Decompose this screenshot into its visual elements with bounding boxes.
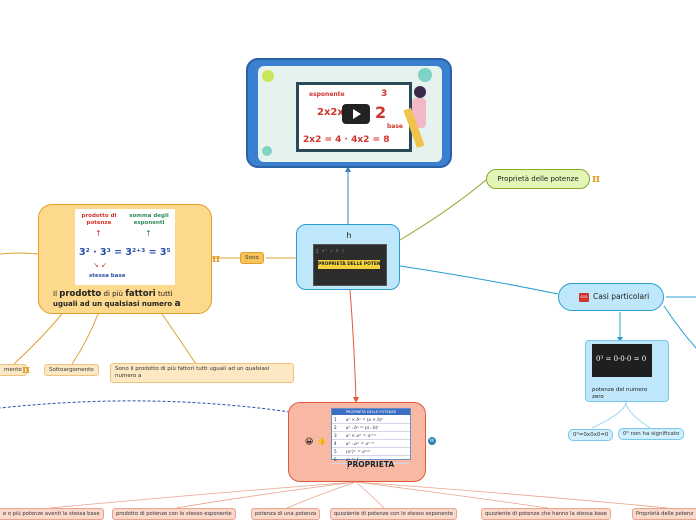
decor-circle [418, 68, 432, 82]
table-row-number: 2 [334, 425, 337, 430]
table-row: 2 aⁿ : bⁿ = (a : b)ⁿ [332, 424, 410, 432]
table-row: 6 aⁿ = 1 [332, 456, 410, 464]
base-label: base [387, 123, 403, 130]
table-row-number: 3 [334, 433, 337, 438]
table-row-formula: aⁿ × aᵐ = aⁿ⁺ᵐ [346, 433, 377, 438]
pi-icon: π [592, 172, 601, 185]
bottom-item[interactable]: potenza di una potenza [251, 508, 321, 520]
zero-product-node[interactable]: 0³=0x0x0=0 [568, 429, 614, 441]
table-row-formula: aⁿ × bⁿ = (a × b)ⁿ [346, 417, 384, 422]
argomento-chip[interactable]: mento [0, 364, 27, 376]
pi-icon: π [22, 363, 31, 376]
sos-icon: SOS [579, 293, 589, 302]
proprieta-delle-potenze-node[interactable]: Proprietà delle potenze [486, 169, 590, 189]
table-row: 1 aⁿ × bⁿ = (a × b)ⁿ [332, 416, 410, 424]
zero-board-caption: potenze del numero zero [592, 387, 648, 400]
definizione-chip[interactable]: Sono il prodotto di più fattori tutti ug… [110, 363, 294, 383]
top-formula: 2x2x [317, 107, 344, 118]
table-row-number: 6 [334, 457, 337, 462]
table-row: 4 aⁿ : aᵐ = aⁿ⁻ᵐ [332, 440, 410, 448]
main-formula: 3² · 3³ = 3²⁺³ = 3⁵ [79, 247, 171, 258]
table-row-formula: aⁿ = 1 [346, 457, 360, 462]
table-row: 3 aⁿ × aᵐ = aⁿ⁺ᵐ [332, 432, 410, 440]
bottom-formula: 2x2 = 4 · 4x2 = 8 [303, 135, 390, 145]
chalk-scribbles: ∑ x² √ π ∫ [316, 248, 345, 253]
bottom-item[interactable]: Proprietà delle potenz [632, 508, 696, 520]
zero-zero-node[interactable]: 0⁰ non ha significato [618, 428, 685, 440]
smiley-icon: 😀 [305, 437, 314, 446]
play-button[interactable] [342, 104, 370, 124]
arrows-down-icon: ↘ ↙ [93, 261, 107, 269]
prodotto-di-potenze-label: prodotto di potenze [81, 213, 117, 226]
stessa-base-label: stessa base [89, 273, 126, 279]
table-rows: 1 aⁿ × bⁿ = (a × b)ⁿ 2 aⁿ : bⁿ = (a : b)ⁿ 3 a… [332, 416, 410, 464]
bottom-item[interactable]: prodotto di potenze con lo stesso espone… [112, 508, 236, 520]
casi-particolari-label: Casi particolari [593, 292, 650, 301]
pi-icon: π [212, 252, 221, 265]
table-row-number: 1 [334, 417, 337, 422]
table-title: PROPRIETÀ DELLE POTENZE [332, 409, 410, 415]
decor-circle [262, 70, 274, 82]
blackboard-banner: PROPRIETÀ DELLE POTENZE [318, 260, 380, 269]
table-row: 5 (aⁿ)ᵐ = aⁿˣᵐ [332, 448, 410, 456]
table-row-formula: (aⁿ)ᵐ = aⁿˣᵐ [346, 449, 371, 454]
table-row-formula: aⁿ : bⁿ = (a : b)ⁿ [346, 425, 380, 430]
central-topic[interactable]: h PROPRIETÀ DELLE POTENZE ∑ x² √ π ∫ [296, 224, 400, 290]
girl-illustration [403, 86, 430, 152]
proprieta-card[interactable]: PROPRIETÀ DELLE POTENZE 1 aⁿ × bⁿ = (a × … [288, 402, 426, 482]
zero-board: 0³ = 0·0·0 = 0 [592, 344, 652, 377]
sottoargomento-chip[interactable]: Sottoargomento [44, 364, 99, 376]
exponent-digit: 3 [381, 89, 388, 99]
proprieta-table: PROPRIETÀ DELLE POTENZE 1 aⁿ × bⁿ = (a × … [331, 408, 411, 464]
decor-circle [262, 146, 272, 156]
central-topic-label: h [346, 231, 352, 240]
proprieta-label-mark: ' [347, 467, 349, 474]
bottom-item[interactable]: e o più potenze aventi la stessa base [0, 508, 104, 520]
wordpress-icon: W [428, 437, 436, 445]
table-row-number: 4 [334, 441, 337, 446]
arrow-up-icon: ↑ [145, 229, 152, 238]
blackboard-image: PROPRIETÀ DELLE POTENZE ∑ x² √ π ∫ [313, 244, 387, 286]
esponente-label: esponente [309, 91, 345, 98]
table-row-formula: aⁿ : aᵐ = aⁿ⁻ᵐ [346, 441, 375, 446]
prodotto-potenze-card[interactable]: prodotto di potenze somma degli esponent… [38, 204, 212, 314]
sono-node[interactable]: Sono [240, 252, 264, 264]
thumbs-up-icon: 👍 [317, 437, 326, 445]
proprieta-label: PROPRIETA [347, 460, 395, 469]
video-node[interactable]: esponente 3 2x2x 2 base 2x2 = 4 · 4x2 = … [246, 58, 452, 168]
video-frame[interactable]: esponente 3 2x2x 2 base 2x2 = 4 · 4x2 = … [258, 66, 442, 162]
casi-particolari-node[interactable]: SOS Casi particolari [558, 283, 664, 311]
formula-image: prodotto di potenze somma degli esponent… [75, 209, 175, 285]
prodotto-caption: Il prodotto di più fattori tutti uguali … [53, 289, 181, 309]
table-row-number: 5 [334, 449, 337, 454]
zero-board-formula: 0³ = 0·0·0 = 0 [596, 355, 647, 363]
bottom-item[interactable]: quoziente di potenze con lo stesso espon… [330, 508, 457, 520]
zero-power-card[interactable]: 0³ = 0·0·0 = 0 potenze del numero zero [585, 340, 669, 402]
arrow-up-icon: ↑ [95, 229, 102, 238]
somma-esponenti-label: somma degli esponenti [129, 213, 169, 226]
bottom-item[interactable]: quoziente di potenze che hanno la stessa… [481, 508, 611, 520]
play-icon [353, 109, 361, 119]
top-formula-end: 2 [375, 103, 387, 122]
